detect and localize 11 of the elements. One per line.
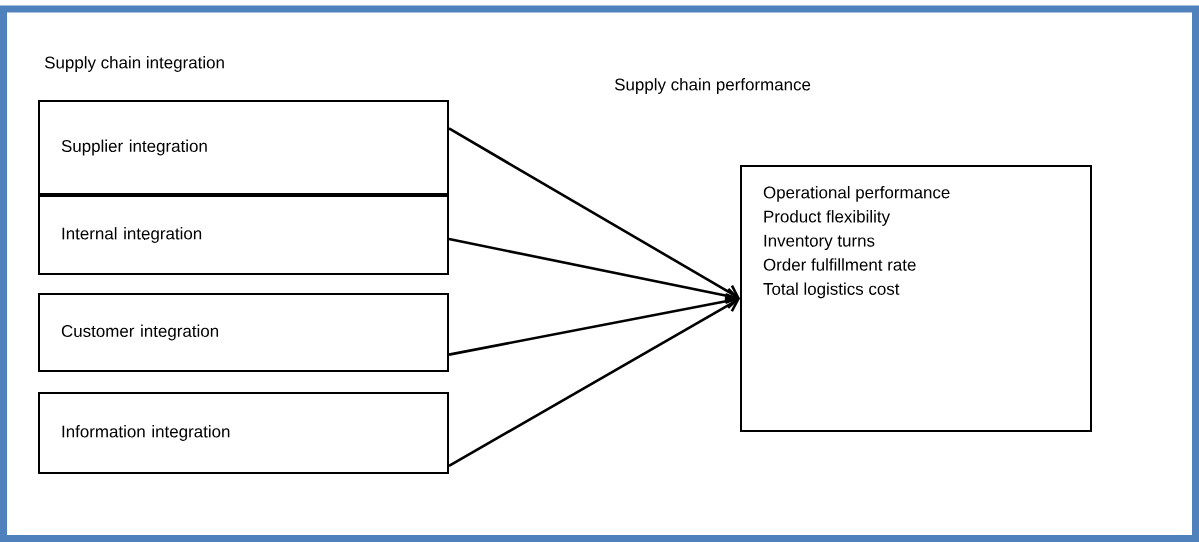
arrow [448,237,740,304]
heading: Supply chain performance [614,78,811,94]
box: Information integration [38,392,449,474]
box: Customer integration [38,293,449,372]
arrow [448,292,740,356]
box: Supplier integration [38,100,449,195]
box: Internal integration [38,195,449,275]
arrow [448,297,740,467]
box: Operational performance Product flexibility Inventory turns Order fulfillment rate Total logistics cost [740,165,1092,432]
heading: Supply chain integration [45,56,224,72]
arrow [448,127,740,300]
